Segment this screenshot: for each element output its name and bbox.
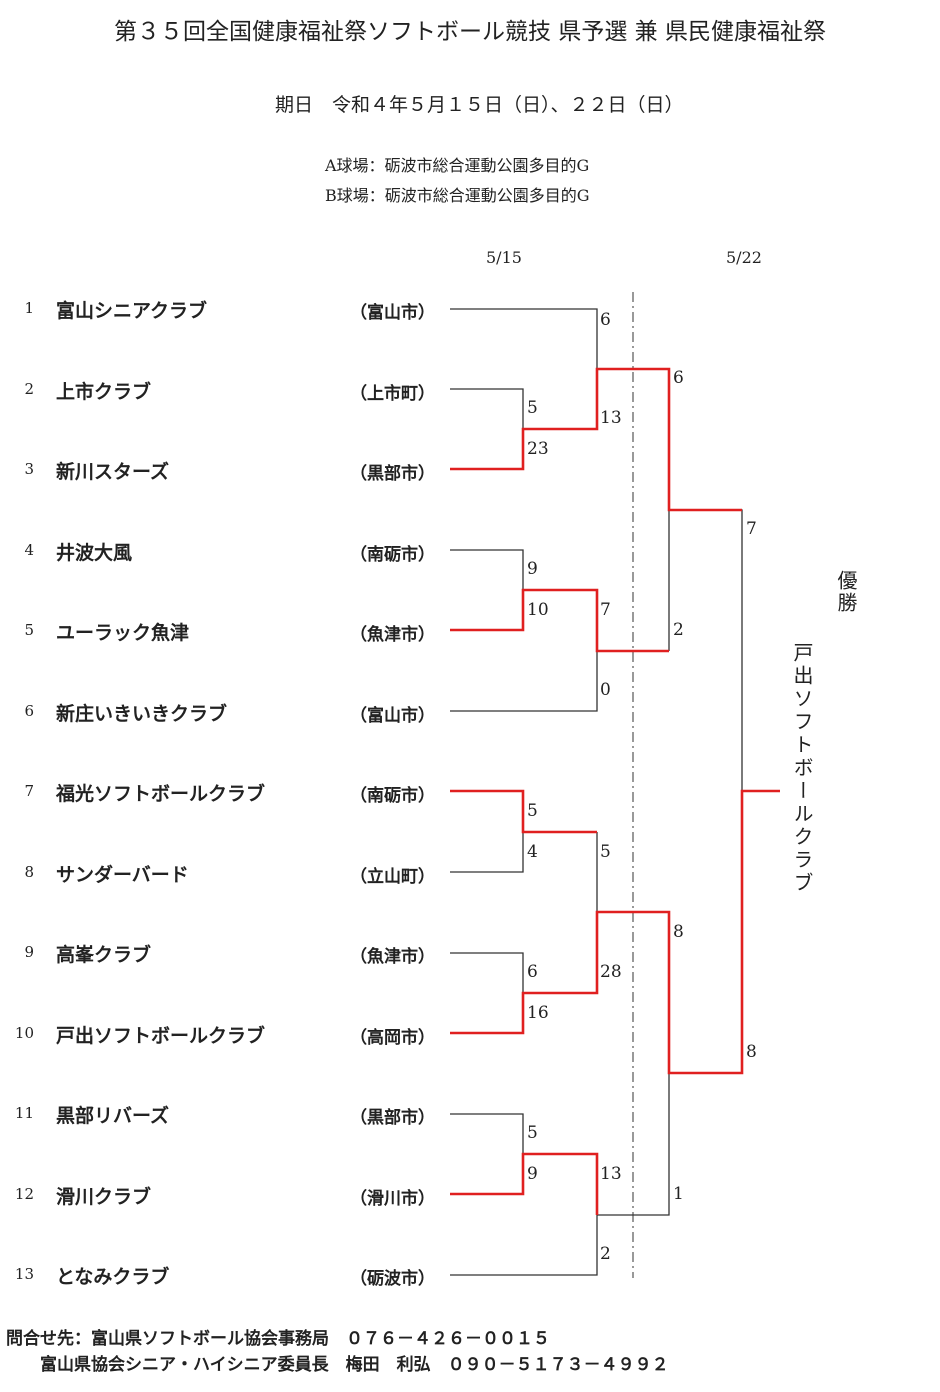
team-city: （立山町）	[350, 867, 435, 887]
team-name: 滑川クラブ	[56, 1186, 152, 1208]
team-city: （南砺市）	[350, 545, 435, 565]
team-seed: 13	[14, 1265, 34, 1283]
team-city: （黒部市）	[350, 1108, 435, 1128]
score-label: 2	[673, 620, 684, 640]
team-city: （滑川市）	[350, 1189, 435, 1209]
score-label: 2	[600, 1244, 611, 1264]
venue-b: B球場：砺波市総合運動公園多目的G	[325, 186, 590, 205]
team-name: 福光ソフトボールクラブ	[56, 783, 266, 805]
team-seed: 3	[24, 460, 34, 478]
score-label: 0	[600, 680, 611, 700]
team-seed: 7	[24, 782, 34, 800]
team-seed: 4	[24, 541, 34, 559]
team-seed: 5	[24, 621, 34, 639]
score-label: 9	[527, 559, 538, 579]
score-label: 5	[527, 801, 538, 821]
team-city: （富山市）	[350, 303, 435, 323]
score-label: 4	[527, 842, 538, 862]
bracket-line	[450, 549, 524, 590]
team-name: 新庄いきいきクラブ	[56, 703, 228, 725]
score-label: 6	[527, 962, 538, 982]
bracket-line	[450, 952, 524, 993]
score-label: 6	[600, 310, 611, 330]
score-label: 7	[600, 600, 611, 620]
bracket-line	[668, 509, 743, 791]
team-city: （砺波市）	[350, 1269, 435, 1289]
bracket-line	[450, 832, 524, 873]
bracket-line	[450, 1215, 598, 1276]
bracket-line	[597, 1073, 670, 1216]
winner-path	[450, 367, 742, 512]
team-name: ユーラック魚津	[56, 622, 190, 644]
team-city: （南砺市）	[350, 786, 435, 806]
bracket-line	[450, 308, 598, 369]
team-city: （魚津市）	[350, 947, 435, 967]
team-name: となみクラブ	[56, 1266, 170, 1288]
contact-line-2: 富山県協会シニア・ハイシニア委員長 梅田 利弘 ０９０－５１７３－４９９２	[40, 1355, 669, 1375]
score-label: 28	[600, 962, 622, 982]
team-seed: 1	[24, 299, 34, 317]
winner-path	[450, 588, 669, 653]
champion-label: 優勝	[834, 570, 858, 614]
winner-path	[450, 789, 780, 1075]
event-dates: 期日 令和４年５月１５日（日）、２２日（日）	[275, 94, 684, 116]
score-label: 10	[527, 600, 549, 620]
team-name: 新川スターズ	[56, 461, 170, 483]
venue-a: A球場：砺波市総合運動公園多目的G	[325, 156, 590, 175]
score-label: 8	[746, 1042, 757, 1062]
round-date-1: 5/15	[486, 248, 522, 267]
team-seed: 8	[24, 863, 34, 881]
team-seed: 9	[24, 943, 34, 961]
winner-path	[450, 1152, 599, 1215]
contact-line-1: 問合せ先：富山県ソフトボール協会事務局 ０７６－４２６－００１５	[6, 1329, 550, 1349]
score-label: 7	[746, 519, 757, 539]
team-name: 富山シニアクラブ	[56, 300, 208, 322]
score-label: 8	[673, 922, 684, 942]
winner-path	[450, 789, 597, 834]
score-label: 23	[527, 439, 549, 459]
round-date-2: 5/22	[726, 248, 762, 267]
bracket-line	[450, 1113, 524, 1154]
team-name: 高峯クラブ	[56, 944, 152, 966]
bracket-line	[450, 651, 598, 712]
team-city: （魚津市）	[350, 625, 435, 645]
team-name: 上市クラブ	[56, 381, 152, 403]
score-label: 9	[527, 1164, 538, 1184]
score-label: 1	[673, 1184, 684, 1204]
score-label: 13	[600, 408, 622, 428]
team-city: （富山市）	[350, 706, 435, 726]
score-label: 5	[527, 1123, 538, 1143]
team-city: （黒部市）	[350, 464, 435, 484]
team-city: （高岡市）	[350, 1028, 435, 1048]
score-label: 5	[527, 398, 538, 418]
score-label: 5	[600, 842, 611, 862]
team-seed: 6	[24, 702, 34, 720]
bracket-winner-paths	[450, 367, 780, 1215]
score-label: 16	[527, 1003, 549, 1023]
team-city: （上市町）	[350, 384, 435, 404]
team-seed: 10	[14, 1024, 34, 1042]
page-title: 第３５回全国健康福祉祭ソフトボール競技 県予選 兼 県民健康福祉祭	[114, 19, 826, 45]
champion-name: 戸出ソフトボールクラブ	[790, 642, 814, 895]
score-label: 6	[673, 368, 684, 388]
team-name: 井波大風	[56, 542, 133, 564]
team-seed: 2	[24, 380, 34, 398]
team-seed: 11	[14, 1104, 34, 1122]
bracket-line	[450, 388, 524, 429]
team-seed: 12	[14, 1185, 34, 1203]
team-name: 戸出ソフトボールクラブ	[56, 1025, 266, 1047]
team-name: サンダーバード	[56, 864, 189, 886]
team-name: 黒部リバーズ	[56, 1105, 170, 1127]
score-label: 13	[600, 1164, 622, 1184]
